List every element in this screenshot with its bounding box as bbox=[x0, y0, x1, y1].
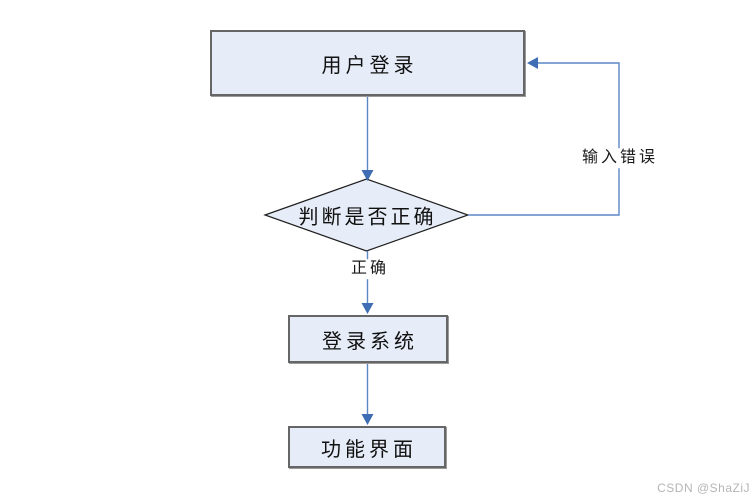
node-decision-label: 判断是否正确 bbox=[298, 206, 437, 229]
edge-label-correct: 正确 bbox=[347, 259, 393, 279]
watermark: CSDN @ShaZiJ bbox=[657, 481, 750, 495]
arrowhead-into-login-system bbox=[361, 303, 374, 314]
arrowhead-into-user-login bbox=[527, 57, 538, 69]
node-function-ui: 功能界面 bbox=[288, 426, 446, 468]
node-login-system: 登录系统 bbox=[288, 315, 448, 363]
edge-decision-to-user-login-feedback bbox=[468, 62, 620, 216]
edge-label-input-error: 输入错误 bbox=[578, 148, 662, 168]
arrowhead-into-function-ui bbox=[361, 414, 374, 425]
node-user-login: 用户登录 bbox=[210, 30, 525, 96]
arrowhead-into-decision bbox=[361, 170, 374, 181]
